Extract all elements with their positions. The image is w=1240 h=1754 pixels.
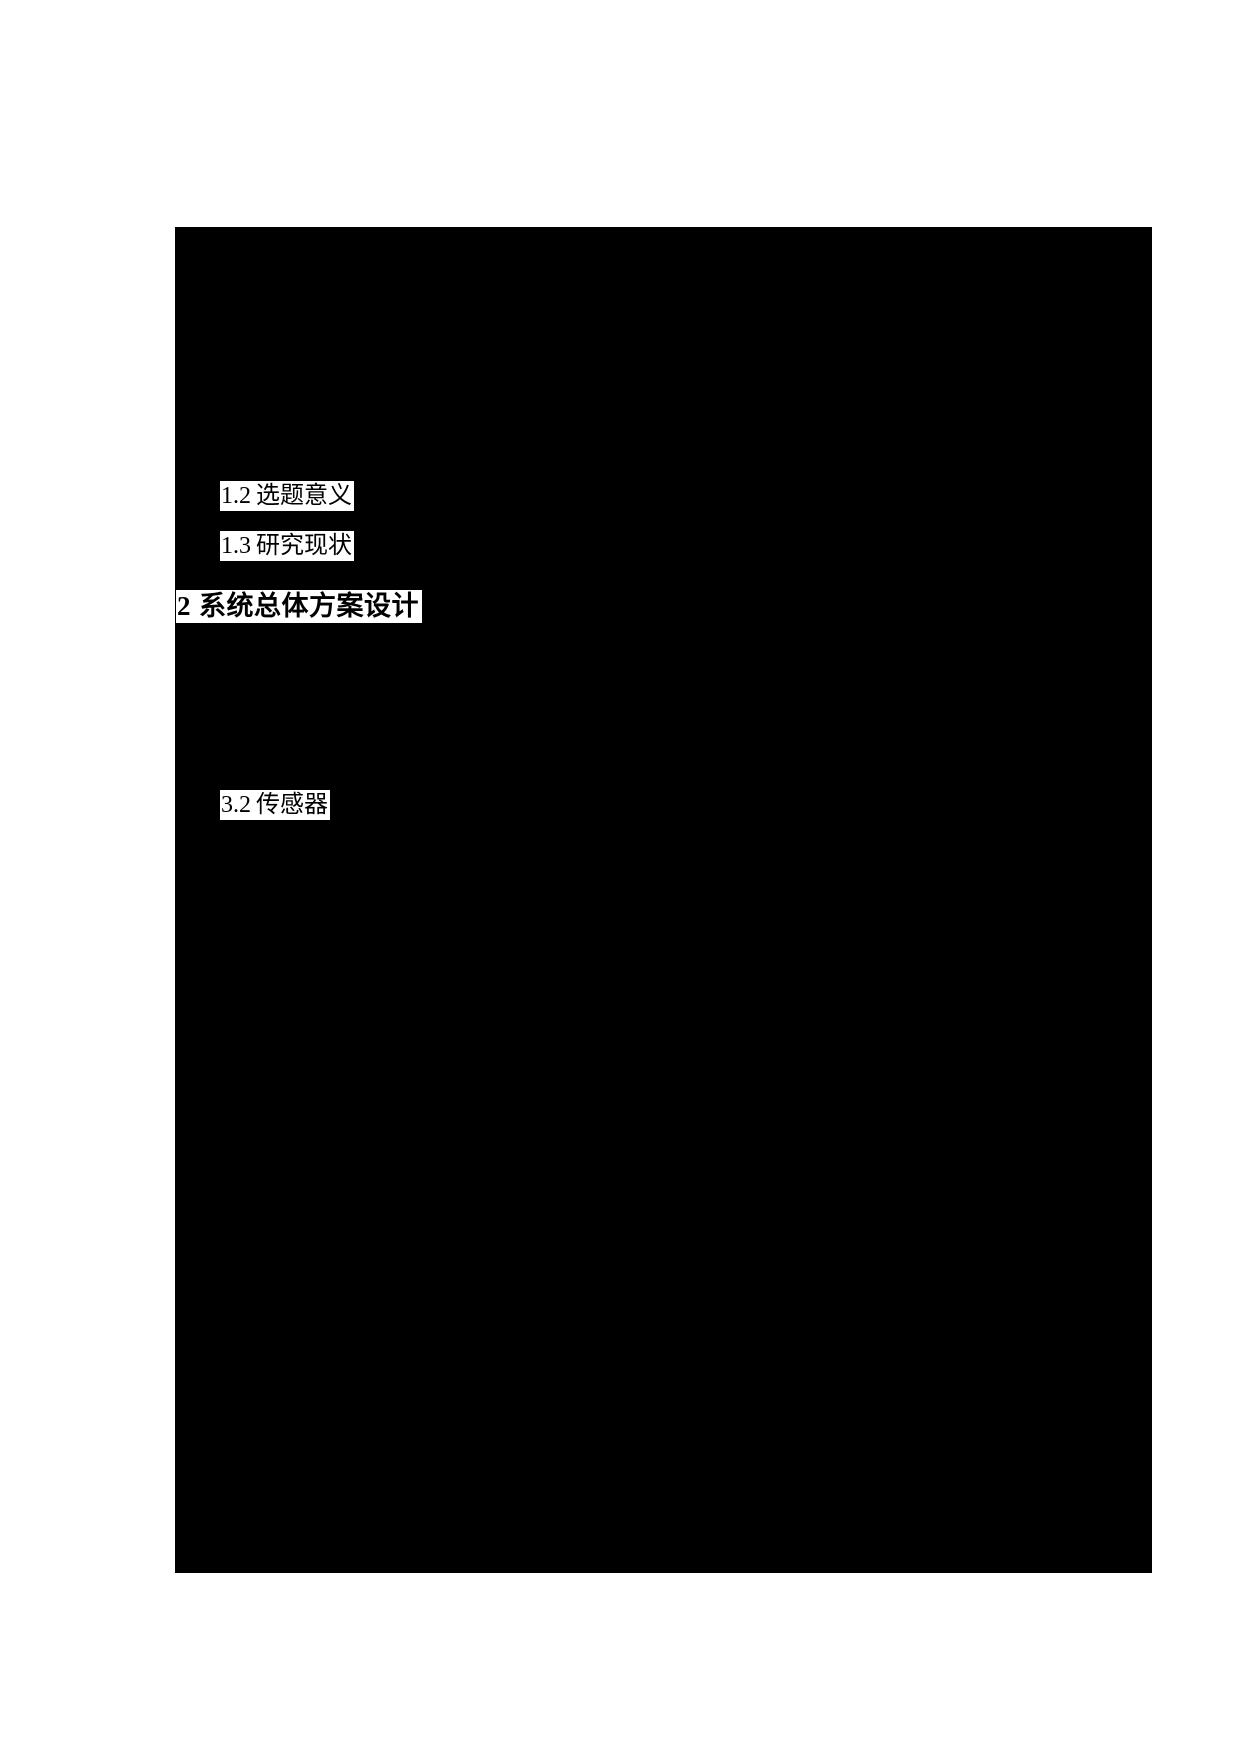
toc-chapter-2-heading[interactable]: 2 系统总体方案设计 bbox=[176, 590, 422, 623]
toc-chapter-title: 系统总体方案设计 bbox=[199, 591, 419, 621]
toc-entry-number: 1.3 bbox=[221, 533, 251, 559]
redacted-content-block bbox=[175, 227, 1152, 1573]
toc-chapter-number: 2 bbox=[177, 591, 191, 621]
toc-entry-title: 选题意义 bbox=[256, 483, 352, 509]
toc-entry-title: 研究现状 bbox=[256, 533, 352, 559]
toc-entry-number: 1.2 bbox=[221, 483, 251, 509]
toc-entry-number: 3.2 bbox=[221, 792, 251, 818]
toc-entry-title: 传感器 bbox=[256, 792, 328, 818]
